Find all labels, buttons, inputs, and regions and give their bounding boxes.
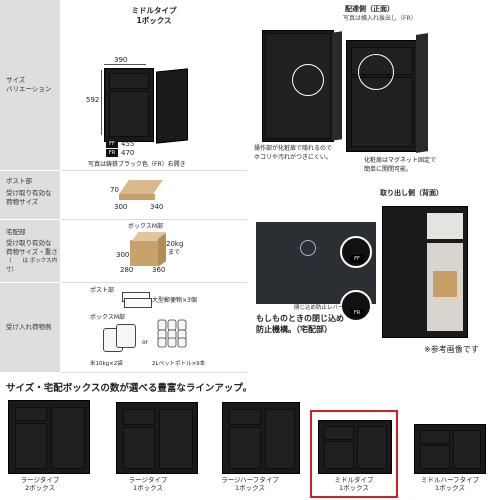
label-delivery-line2: 受け取り有効な — [6, 239, 52, 247]
front-caption-left-line2: ホコリや汚れがつきにくい。 — [254, 154, 332, 161]
rear-lower-compartment — [427, 243, 463, 331]
examples-cell — [61, 283, 247, 373]
spec-table: サイズ バリエーション ポスト部 受け取り有効な 荷物サイズ 宅配部 受け取り有… — [0, 0, 248, 373]
rear-ff-circle — [340, 236, 372, 268]
rear-bold-line1: もしものときの閉じ込め — [256, 314, 344, 323]
spec-cabinet-lower-door — [109, 91, 149, 137]
type-title-line1: ミドルタイプ — [131, 6, 177, 15]
examples-box-title: ボックスM部 — [90, 314, 125, 321]
spec-cabinet-open-door — [156, 68, 188, 144]
dim-height: 592 — [86, 96, 100, 104]
label-size: サイズ バリエーション — [0, 0, 60, 171]
delivery-cell — [61, 220, 247, 283]
front-cabinet-closed-side — [332, 31, 342, 141]
lineup-label-3-line2: 1ボックス — [235, 484, 265, 492]
lineup-label-2-line1: ラージタイプ — [128, 476, 168, 484]
front-caption-right-line2: 簡単に開閉可能。 — [364, 166, 413, 173]
dim-width: 390 — [114, 56, 128, 64]
lineup-headline: サイズ・宅配ボックスの数が選べる豊富なラインアップ。 — [6, 383, 253, 394]
delivery-box-side — [158, 233, 166, 267]
front-caption-left-line1: 操作部が化粧扉で隠れるので — [254, 145, 333, 152]
delivery-dim-3: 360 — [152, 266, 166, 274]
lineup-label-4-line1: ミドルタイプ — [334, 476, 374, 484]
examples-post-note: 大型郵便物×3個 — [152, 297, 197, 304]
delivery-weight-line1: 20kg — [166, 240, 184, 248]
lineup-label-1-line2: 2ボックス — [25, 484, 55, 492]
lineup-label-2-line2: 1ボックス — [133, 484, 163, 492]
mail-icon-2 — [124, 298, 152, 308]
label-post-line1: ポスト部 — [6, 177, 32, 185]
reference-note: ※参考画像です — [424, 345, 479, 354]
lineup-cabinet-middle-1box — [318, 420, 392, 474]
bottle-grid-icon — [156, 318, 190, 348]
label-examples: 受け入れ荷物例 — [0, 283, 60, 373]
dim-depth-fr: 470 — [121, 149, 135, 157]
dim-height-line — [101, 70, 102, 135]
lineup-cabinet-large-2box — [8, 400, 90, 474]
lineup-label-4-line2: 1ボックス — [339, 484, 369, 492]
delivery-dim-2: 280 — [120, 266, 134, 274]
tag-fr: FR — [106, 149, 118, 157]
post-dim-3: 340 — [150, 203, 164, 211]
lineup-cabinet-middle-half-1box — [414, 424, 486, 474]
front-cabinet-open-side — [416, 33, 428, 153]
delivery-box-front — [130, 240, 158, 266]
examples-or: or — [142, 339, 149, 346]
rear-caption-line1: 閉じ込め防止レバー — [294, 305, 344, 311]
lineup-cabinet-large-1box — [116, 402, 198, 474]
front-title: 配達側（正面） — [345, 5, 394, 13]
tag-ff: FF — [106, 140, 118, 148]
label-delivery: 宅配部 受け取り有効な 荷物サイズ・重さ （ は ボックス内寸） — [0, 220, 60, 283]
lineup-label-5-line1: ミドルハーフタイプ — [420, 476, 480, 484]
label-size-line2: バリエーション — [6, 85, 52, 93]
rear-tag-ff: FF — [350, 255, 364, 263]
front-caption-right-line1: 化粧扉はマグネット固定で — [364, 157, 437, 164]
label-examples-line1: 受け入れ荷物例 — [6, 323, 52, 331]
size-cell — [61, 0, 247, 171]
rear-title: 取り出し側（背面） — [380, 189, 443, 197]
rice-bag-icon-2 — [116, 324, 136, 348]
front-cabinet-lower-door — [351, 77, 413, 147]
front-callout-circle-right — [358, 54, 394, 90]
delivery-title: ボックスM部 — [128, 223, 163, 230]
spec-cabinet-body — [104, 68, 154, 142]
examples-post-title: ポスト部 — [90, 287, 115, 294]
label-delivery-line1: 宅配部 — [6, 228, 26, 236]
rear-parcel-icon — [433, 271, 457, 297]
dim-width-line — [104, 64, 146, 65]
label-delivery-line3: 荷物サイズ・重さ — [6, 248, 58, 256]
post-box-front — [119, 194, 155, 200]
front-subtitle: 写真は横入れ後出し（FR） — [343, 15, 417, 22]
examples-note-rice: 米10kg×2袋 — [90, 361, 123, 367]
lineup-label-1-line1: ラージタイプ — [20, 476, 60, 484]
rear-bold-line2: 防止機構。（宅配部） — [256, 325, 332, 334]
post-cell — [61, 171, 247, 220]
label-delivery-line4: （ は ボックス内寸） — [6, 258, 58, 273]
label-post-line2: 受け取り有効な — [6, 189, 52, 197]
post-dim-2: 300 — [114, 203, 128, 211]
label-post: ポスト部 受け取り有効な 荷物サイズ — [0, 171, 60, 220]
delivery-dim-1: 300 — [116, 251, 130, 259]
post-dim-1: 70 — [110, 186, 119, 194]
label-post-line3: 荷物サイズ — [6, 198, 39, 206]
lineup-selected-frame — [310, 410, 398, 498]
spec-cabinet-post-slot — [109, 73, 149, 89]
rear-cabinet — [382, 206, 468, 338]
label-size-line1: サイズ — [6, 76, 26, 84]
lineup-label-3-line1: ラージハーフタイプ — [221, 476, 279, 484]
dim-caption: 写真は鋳鉄ブラック色（FR）右開き — [88, 161, 186, 168]
dim-depth-ff: 455 — [121, 140, 135, 148]
rear-lever-marker — [300, 240, 316, 256]
lineup-cabinet-large-half-1box — [222, 402, 300, 474]
rear-tag-fr: FR — [350, 309, 364, 317]
front-callout-circle-left — [292, 64, 324, 96]
examples-note-bottle: 2Lペットボトル×9本 — [152, 361, 206, 367]
rear-upper-compartment — [427, 213, 463, 239]
type-title-line2: 1ボックス — [136, 16, 172, 25]
rear-fr-circle — [340, 290, 372, 322]
delivery-weight-line2: まで — [168, 249, 181, 256]
lineup-label-5-line2: 1ボックス — [435, 484, 465, 492]
